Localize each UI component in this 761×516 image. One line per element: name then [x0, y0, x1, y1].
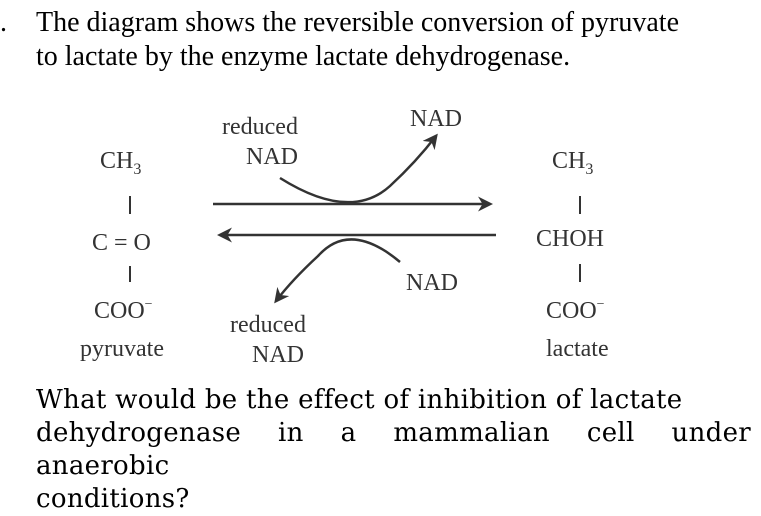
- pyruvate-lactate-diagram: CH3 C = O COO− pyruvate reduced NAD NAD …: [80, 106, 609, 368]
- question-prompt: What would be the effect of inhibition o…: [36, 384, 751, 516]
- intro-line-2: to lactate by the enzyme lactate dehydro…: [36, 41, 571, 72]
- pyruvate-ch: CH: [100, 148, 133, 174]
- lactate-coo-charge: −: [597, 297, 605, 312]
- lactate-structure: CH3 CHOH COO− lactate: [536, 148, 609, 362]
- question-intro: The diagram shows the reversible convers…: [36, 6, 751, 74]
- pyruvate-coo-label: COO−: [94, 297, 153, 324]
- pyruvate-ch3-label: CH3: [100, 148, 141, 178]
- forward-reaction: reduced NAD NAD: [213, 106, 493, 212]
- lactate-ch3-subscript: 3: [585, 161, 593, 178]
- reverse-reduced-label: reduced: [230, 312, 306, 338]
- lactate-coo: COO: [546, 298, 597, 324]
- reverse-cofactor-arrow: [274, 238, 401, 304]
- reverse-reaction: NAD reduced NAD: [217, 227, 496, 368]
- lactate-coo-label: COO−: [546, 297, 605, 324]
- lactate-choh-label: CHOH: [536, 226, 604, 252]
- question-number: .: [0, 7, 7, 38]
- lactate-name: lactate: [546, 336, 609, 362]
- forward-cofactor-arrow: [279, 133, 438, 204]
- pyruvate-ch3-subscript: 3: [133, 161, 141, 178]
- intro-line-1: The diagram shows the reversible convers…: [36, 7, 680, 38]
- pyruvate-coo: COO: [94, 298, 145, 324]
- lactate-ch3-label: CH3: [552, 148, 593, 178]
- pyruvate-carbonyl-label: C = O: [92, 230, 151, 256]
- reverse-nad-input-label: NAD: [406, 270, 458, 296]
- reverse-nad-label: NAD: [252, 342, 304, 368]
- prompt-line-2: dehydrogenase in a mammalian cell under …: [36, 418, 751, 481]
- forward-nad-output-label: NAD: [410, 106, 462, 132]
- forward-reduced-label: reduced: [222, 114, 298, 140]
- prompt-line-3: conditions?: [36, 484, 190, 514]
- pyruvate-name: pyruvate: [80, 336, 164, 362]
- lactate-ch: CH: [552, 148, 585, 174]
- prompt-line-1: What would be the effect of inhibition o…: [36, 385, 683, 415]
- pyruvate-structure: CH3 C = O COO− pyruvate: [80, 148, 164, 362]
- pyruvate-coo-charge: −: [145, 297, 153, 312]
- forward-nad-label: NAD: [246, 144, 298, 170]
